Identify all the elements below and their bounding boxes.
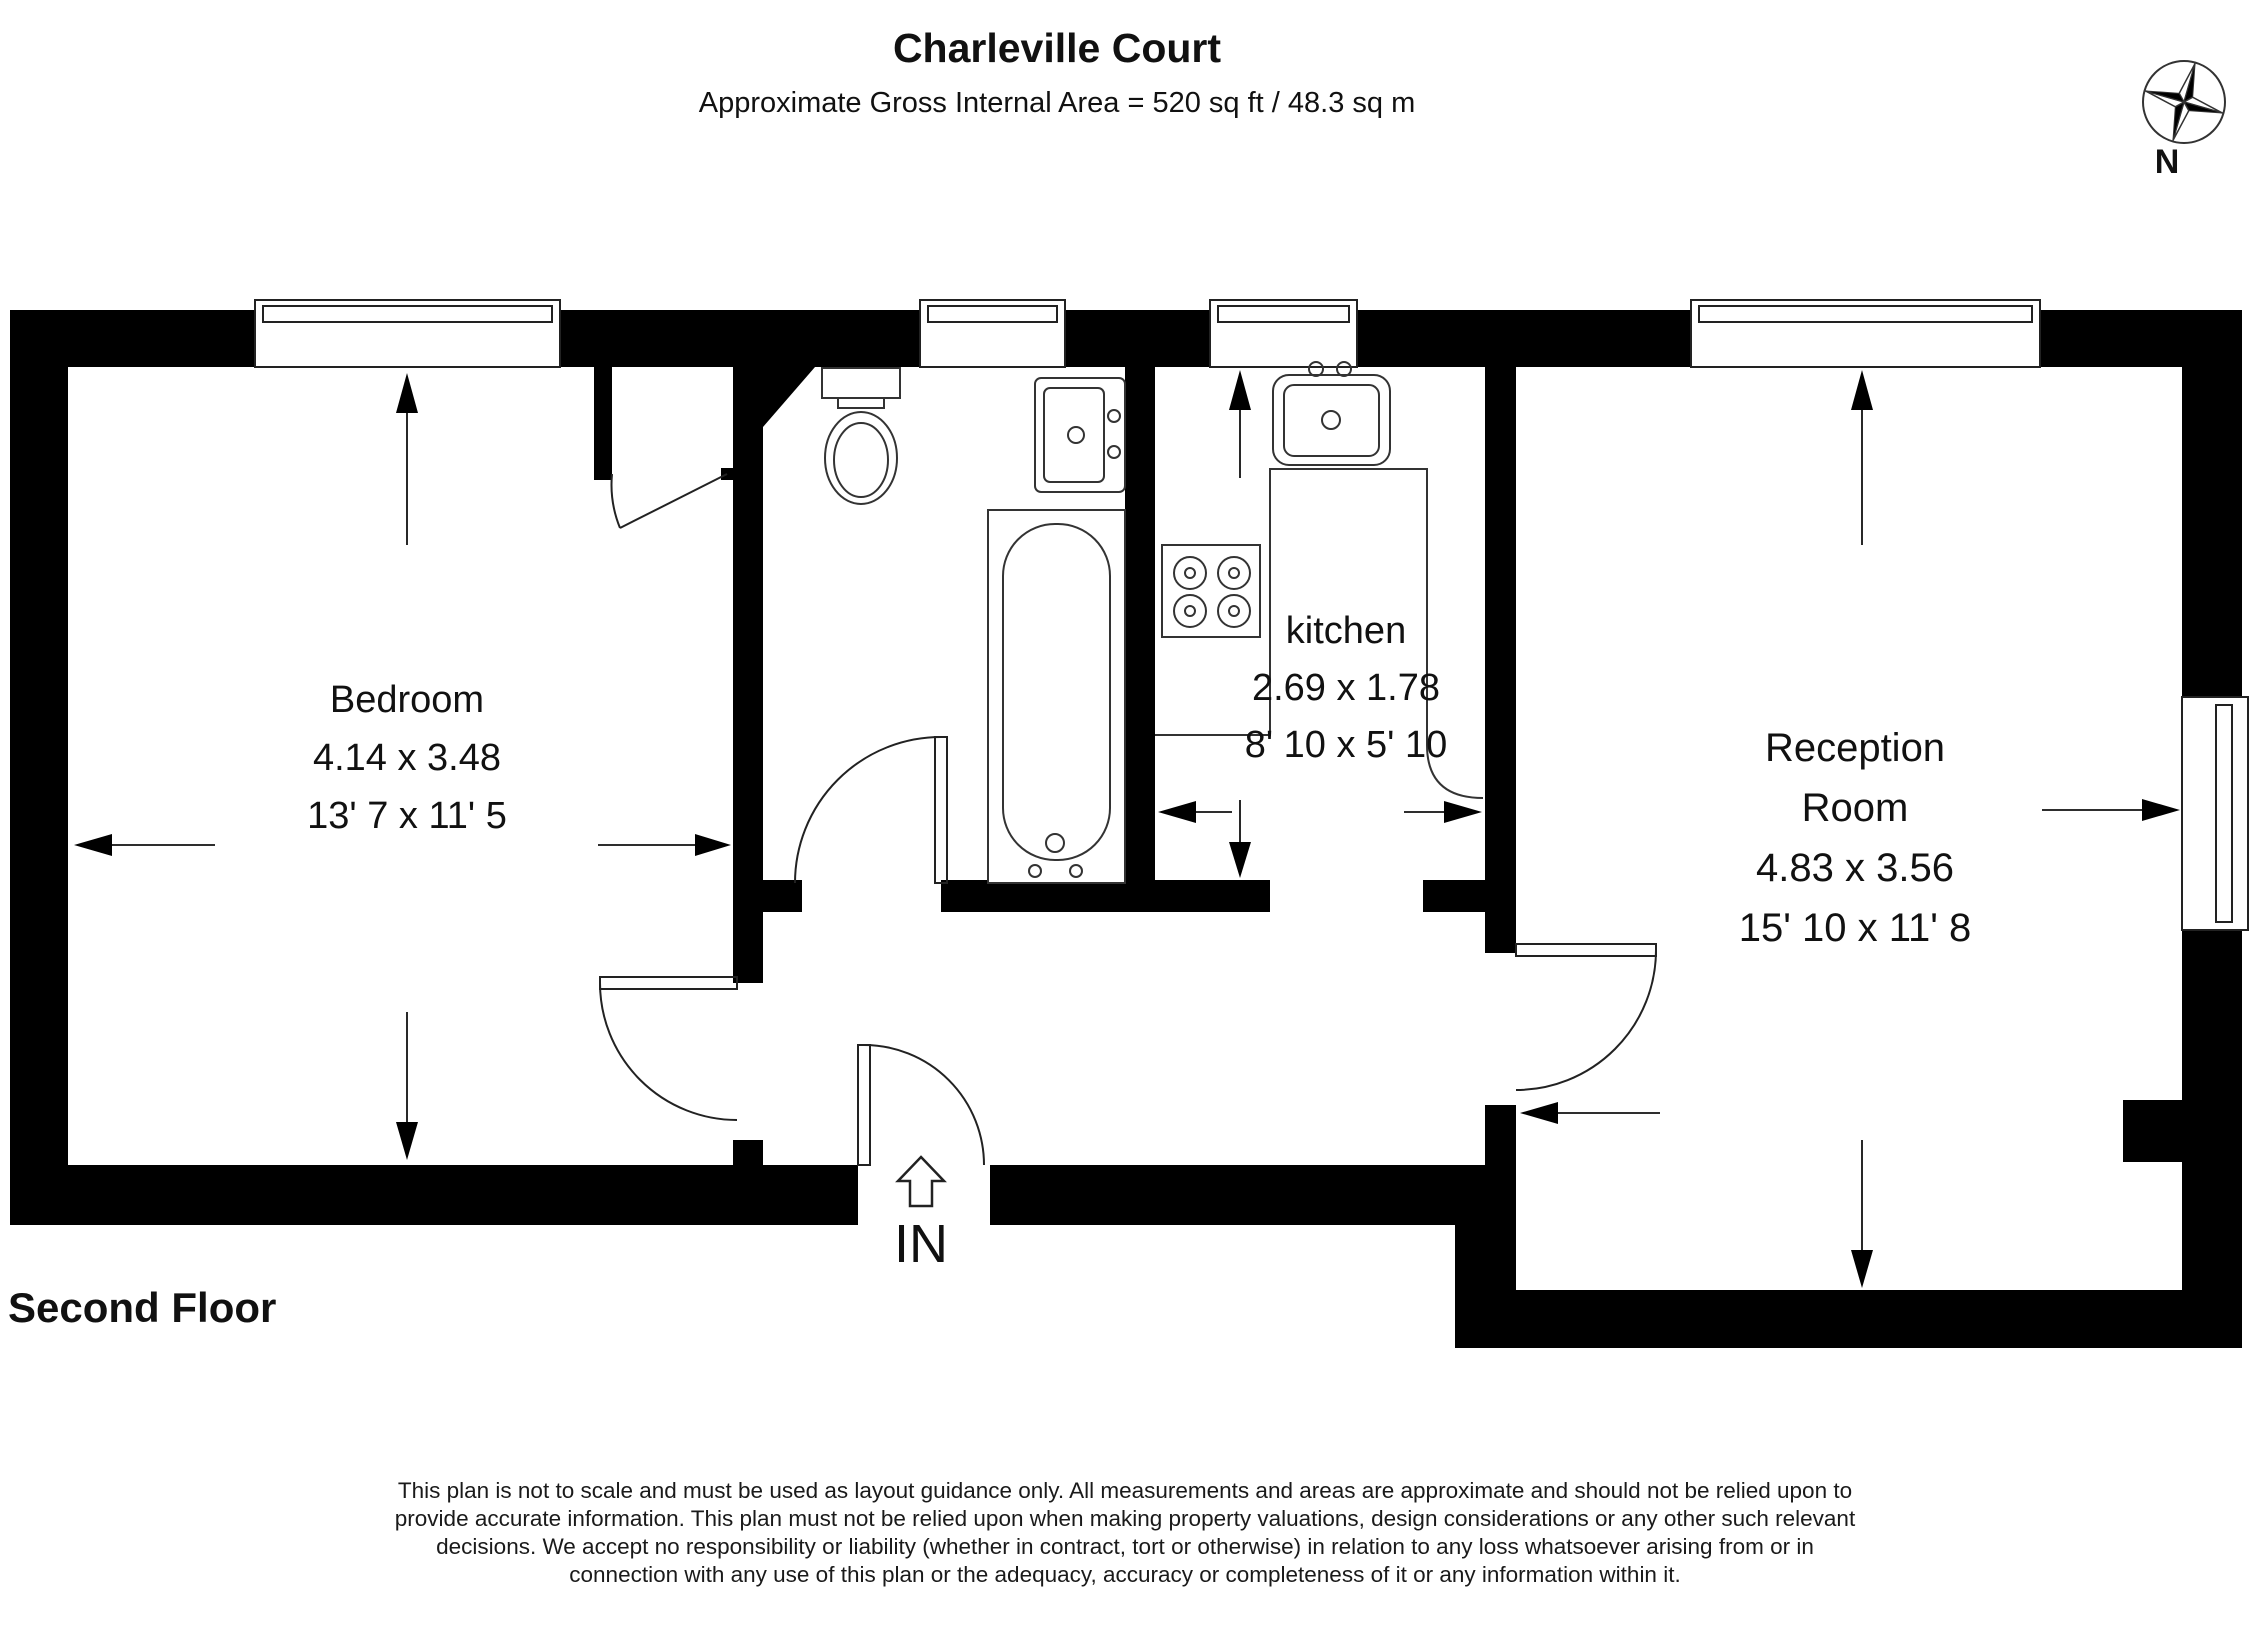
bathroom-window	[919, 299, 1066, 368]
windows	[254, 299, 2249, 931]
disclaimer-line-3: decisions. We accept no responsibility o…	[436, 1534, 1814, 1559]
dimension-arrows	[74, 370, 2180, 1288]
reception-arrow-left	[1520, 1102, 1660, 1124]
reception-name-line1: Reception	[1765, 726, 1945, 770]
kitchen-arrow-down	[1229, 800, 1251, 878]
bedroom-imperial: 13' 7 x 11' 5	[307, 795, 507, 837]
bedroom-door	[599, 976, 738, 1121]
entry-door	[857, 1044, 985, 1166]
entrance-marker: IN	[894, 1155, 948, 1274]
reception-imperial: 15' 10 x 11' 8	[1739, 906, 1971, 950]
page-subtitle: Approximate Gross Internal Area = 520 sq…	[699, 87, 1416, 119]
bedroom-arrow-up	[396, 373, 418, 545]
bathroom-door	[794, 736, 948, 884]
reception-side-window	[2181, 696, 2249, 931]
reception-door	[1515, 943, 1657, 1091]
bedroom-arrow-down	[396, 1012, 418, 1160]
bedroom-metric: 4.14 x 3.48	[313, 737, 501, 779]
reception-name-line2: Room	[1802, 786, 1909, 830]
bedroom-arrow-left	[74, 834, 215, 856]
entrance-arrow-icon	[895, 1155, 947, 1208]
kitchen-sink-icon	[1272, 361, 1391, 466]
reception-metric: 4.83 x 3.56	[1756, 846, 1954, 890]
compass-north-label: N	[2155, 143, 2180, 181]
kitchen-arrow-up	[1229, 370, 1251, 478]
bathtub-icon	[987, 509, 1126, 884]
basin-icon	[1034, 377, 1126, 493]
bedroom-window	[254, 299, 561, 368]
compass-icon: N	[2142, 60, 2226, 181]
kitchen-fixtures	[1155, 361, 1484, 799]
reception-arrow-up	[1851, 370, 1873, 545]
disclaimer-line-1: This plan is not to scale and must be us…	[398, 1478, 1852, 1503]
cupboard-door	[610, 473, 728, 529]
entrance-label: IN	[894, 1214, 948, 1274]
reception-arrow-right	[2042, 799, 2180, 821]
room-labels: Bedroom 4.14 x 3.48 13' 7 x 11' 5 kitche…	[307, 610, 1971, 950]
kitchen-name: kitchen	[1286, 610, 1406, 652]
doors	[599, 473, 1657, 1166]
kitchen-metric: 2.69 x 1.78	[1252, 667, 1440, 709]
kitchen-imperial: 8' 10 x 5' 10	[1245, 724, 1448, 766]
bedroom-arrow-right	[598, 834, 731, 856]
floor-label: Second Floor	[8, 1284, 276, 1331]
bathroom-fixtures	[821, 367, 1126, 884]
toilet-icon	[821, 367, 901, 505]
kitchen-counter	[1155, 468, 1484, 799]
reception-window	[1690, 299, 2041, 368]
disclaimer: This plan is not to scale and must be us…	[395, 1478, 1856, 1587]
kitchen-window	[1209, 299, 1358, 368]
disclaimer-line-2: provide accurate information. This plan …	[395, 1506, 1856, 1531]
walls	[10, 310, 2242, 1348]
reception-arrow-down	[1851, 1140, 1873, 1288]
bedroom-name: Bedroom	[330, 679, 484, 721]
hob-icon	[1161, 544, 1261, 638]
kitchen-arrow-left	[1158, 801, 1232, 823]
kitchen-arrow-right	[1404, 801, 1482, 823]
disclaimer-line-4: connection with any use of this plan or …	[569, 1562, 1680, 1587]
page-title: Charleville Court	[893, 25, 1221, 71]
